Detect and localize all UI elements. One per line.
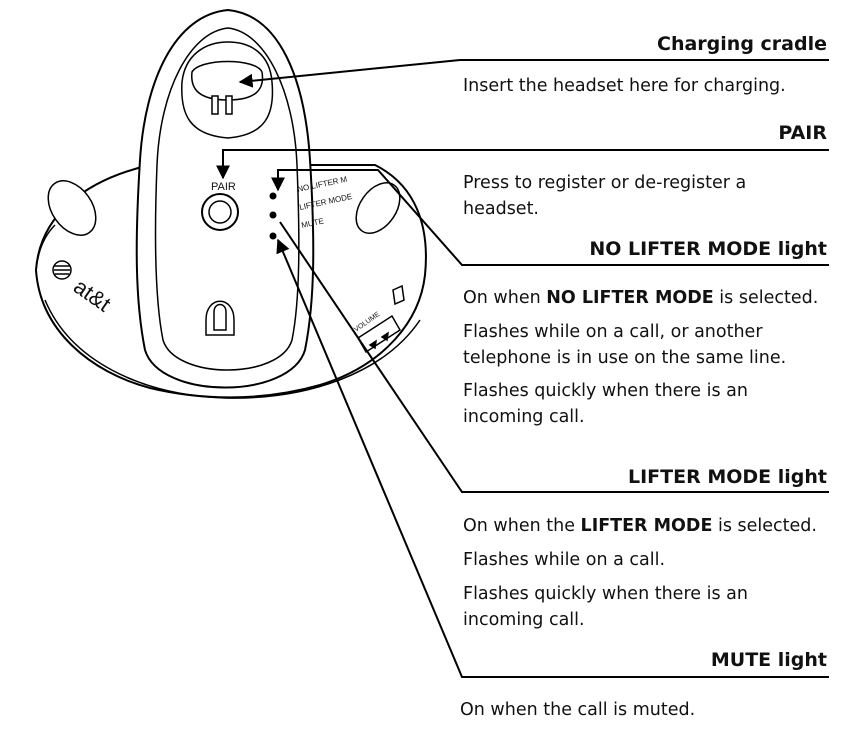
lifter-mode-line-3: Flashes quickly when there is an <box>463 584 748 604</box>
mute-leader <box>276 238 829 678</box>
mute-description: On when the call is muted. <box>460 700 696 720</box>
volume-control[interactable] <box>356 284 405 354</box>
lifter-mode-line-1: On when the LIFTER MODE is selected. <box>463 516 817 536</box>
base-slot <box>205 300 235 336</box>
no-lifter-mode-led <box>269 192 277 200</box>
charging-cradle <box>181 41 274 139</box>
no-lifter-mode-line-3: telephone is in use on the same line. <box>463 348 787 368</box>
lifter-mode-led <box>269 211 277 219</box>
mute-led <box>269 232 277 240</box>
no-lifter-mode-line-4: Flashes quickly when there is an <box>463 381 748 401</box>
mute-heading: MUTE light <box>710 649 827 671</box>
leader-lines <box>223 59 829 678</box>
pair-heading: PAIR <box>778 122 827 144</box>
pair-button-label: PAIR <box>211 181 236 193</box>
lifter-mode-heading: LIFTER MODE light <box>628 466 827 488</box>
no-lifter-mode-line-1: On when NO LIFTER MODE is selected. <box>463 288 819 308</box>
att-logo-icon <box>52 260 72 280</box>
no-lifter-mode-heading: NO LIFTER MODE light <box>589 238 827 260</box>
lifter-mode-line-2: Flashes while on a call. <box>463 550 666 570</box>
charging-cradle-description: Insert the headset here for charging. <box>463 76 786 96</box>
lifter-leader <box>279 221 829 493</box>
no-lifter-mode-line-5: incoming call. <box>463 407 585 427</box>
pair-leader <box>223 149 829 178</box>
charging-cradle-heading: Charging cradle <box>657 33 827 55</box>
pair-description-line-1: Press to register or de-register a <box>463 173 747 193</box>
pair-description-line-2: headset. <box>463 199 539 219</box>
charging-cradle-leader <box>240 59 829 82</box>
no-lifter-leader <box>271 169 829 266</box>
left-vent <box>47 180 97 236</box>
pair-button-inner <box>208 200 232 224</box>
lifter-mode-line-4: incoming call. <box>463 610 585 630</box>
right-vent <box>355 182 401 234</box>
no-lifter-mode-line-2: Flashes while on a call, or another <box>463 322 763 342</box>
